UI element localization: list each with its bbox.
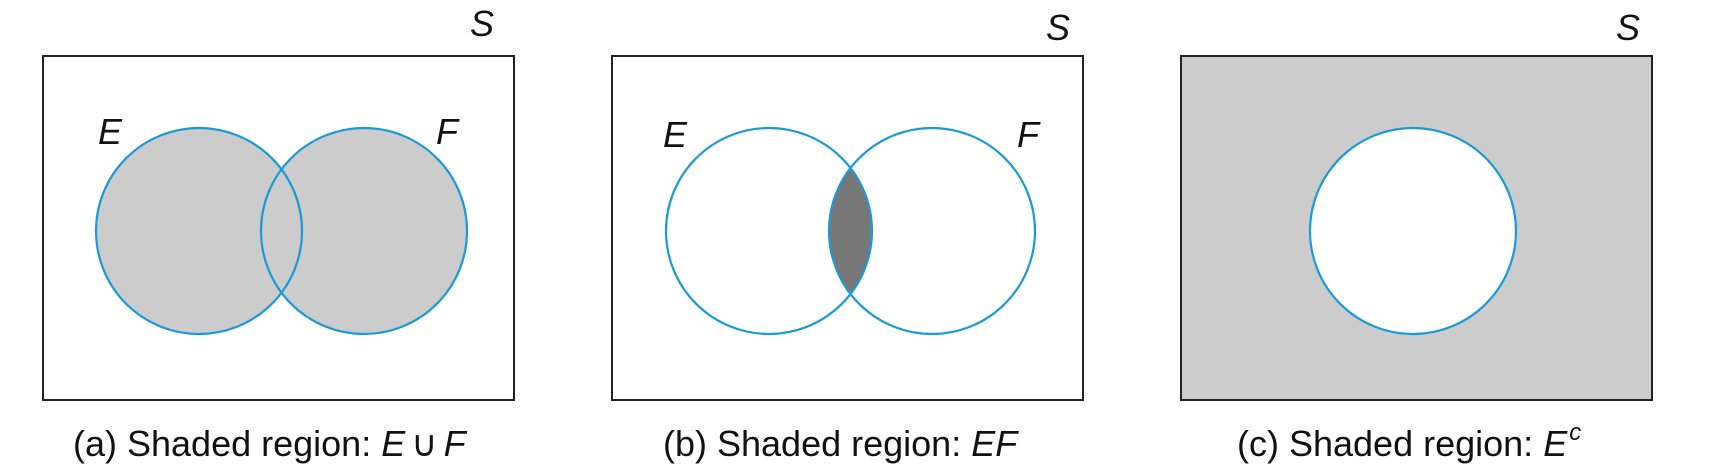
set-f-label-a: F — [436, 111, 460, 152]
set-e-circle-b — [664, 126, 874, 336]
venn-diagram-complement: S (c) Shaded region: Ec — [1180, 7, 1653, 464]
universe-label-a: S — [470, 3, 494, 44]
caption-b-expr: EF — [971, 423, 1019, 464]
caption-a-prefix: (a) Shaded region: — [73, 423, 381, 464]
universe-label-b: S — [1046, 7, 1070, 48]
set-f-circle-b — [827, 126, 1037, 336]
caption-a-expr-right: F — [444, 423, 468, 464]
caption-c: (c) Shaded region: Ec — [1237, 419, 1581, 464]
set-f-circle-a — [259, 126, 469, 336]
caption-b-prefix: (b) Shaded region: — [663, 423, 971, 464]
set-e-label-a: E — [98, 111, 123, 152]
caption-c-prefix: (c) Shaded region: — [1237, 423, 1543, 464]
caption-a-operator: ∪ — [411, 423, 437, 464]
caption-b: (b) Shaded region: EF — [663, 423, 1019, 464]
universe-label-c: S — [1616, 7, 1640, 48]
set-f-fill-a — [261, 128, 467, 334]
venn-diagram-intersection: S E F (b) Shaded region: EF — [611, 7, 1084, 464]
caption-c-superscript: c — [1569, 419, 1581, 446]
venn-diagram-union: S E F (a) Shaded region: E∪F — [42, 3, 515, 464]
set-f-label-b: F — [1017, 114, 1041, 155]
set-e-label-b: E — [663, 114, 688, 155]
caption-c-expr: E — [1543, 423, 1568, 464]
set-e-fill-a — [96, 128, 302, 334]
set-e-circle-c — [1308, 126, 1518, 336]
caption-a: (a) Shaded region: E∪F — [73, 423, 468, 464]
set-e-circle-a — [94, 126, 304, 336]
caption-a-expr-left: E — [381, 423, 406, 464]
